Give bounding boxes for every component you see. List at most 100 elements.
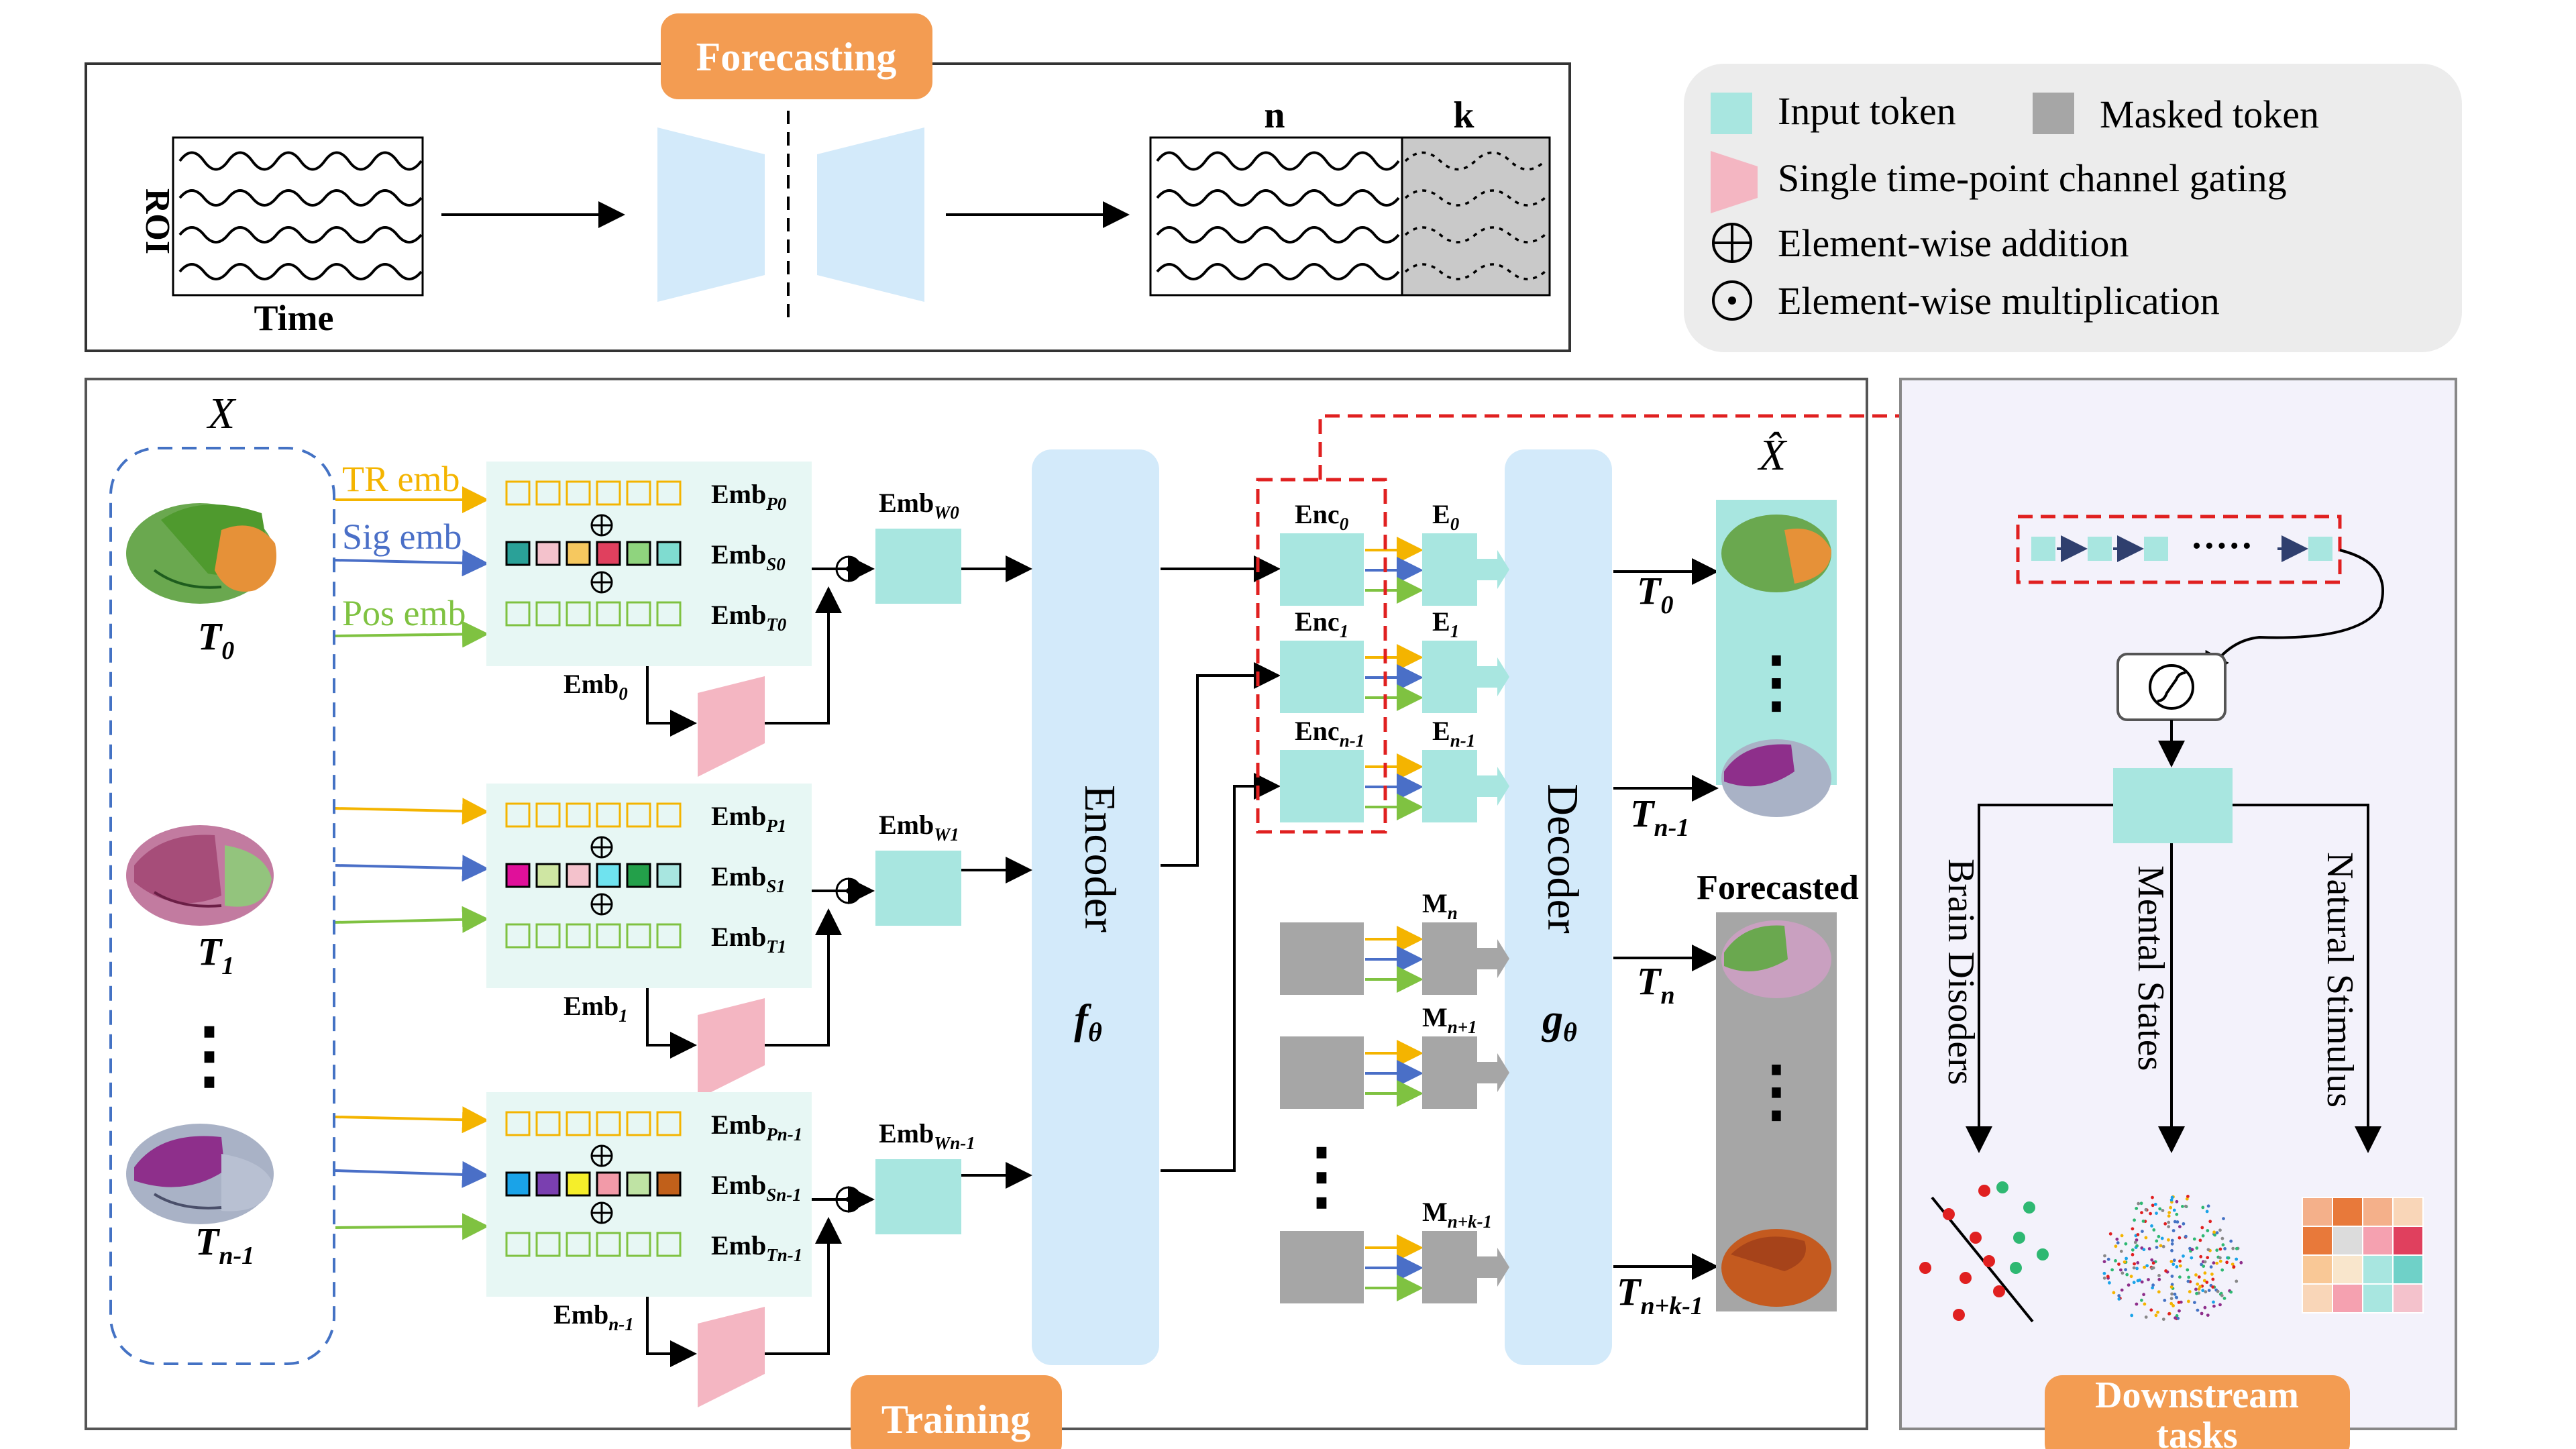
decoder-func: gθ bbox=[1541, 997, 1577, 1047]
input-sequence-group bbox=[109, 447, 335, 1365]
weighted-embedding-token bbox=[875, 851, 961, 926]
input-signal-box bbox=[172, 136, 424, 297]
plus-circle-icon bbox=[1712, 223, 1752, 263]
encoder-label: Encoder bbox=[1075, 785, 1124, 932]
embedding-cell bbox=[535, 1232, 561, 1257]
embedding-cell bbox=[656, 1232, 682, 1257]
embedding-cell bbox=[505, 541, 531, 566]
emb-s-label: EmbS0 bbox=[711, 539, 786, 574]
task-brain-disorders: Brain Disoders bbox=[1940, 859, 1982, 1085]
emb-t-label: EmbT1 bbox=[711, 922, 786, 957]
m-label: Mn+k-1 bbox=[1422, 1197, 1492, 1232]
embedding-cell bbox=[596, 1232, 621, 1257]
tsne-cloud-icon bbox=[2102, 1195, 2243, 1321]
m-label: Mn+1 bbox=[1422, 1002, 1477, 1037]
embedding-cell bbox=[505, 923, 531, 949]
embedding-cell bbox=[626, 923, 651, 949]
roi-label: ROI bbox=[138, 189, 176, 254]
enc-label: Enc1 bbox=[1295, 606, 1348, 641]
token-dots: ····· bbox=[2190, 525, 2253, 567]
embedding-cell bbox=[505, 601, 531, 627]
pooled-token bbox=[2113, 768, 2233, 843]
training-title: Training bbox=[881, 1397, 1030, 1442]
plus-circle-icon bbox=[590, 893, 613, 916]
embedding-cell bbox=[566, 1232, 591, 1257]
plus-circle-icon bbox=[590, 1144, 613, 1167]
channel-gate bbox=[698, 998, 765, 1099]
legend-input-token-swatch bbox=[1711, 93, 1752, 134]
embedding-cell bbox=[656, 601, 682, 627]
embedding-cell bbox=[535, 601, 561, 627]
emb-w-label: EmbW1 bbox=[879, 810, 959, 845]
e-label: E1 bbox=[1432, 606, 1459, 641]
forecast-region bbox=[1401, 136, 1551, 297]
embedding-cell bbox=[626, 541, 651, 566]
emb-w-label: EmbW0 bbox=[879, 488, 959, 523]
e-label: En-1 bbox=[1432, 716, 1475, 751]
encoded-tokens-group bbox=[1256, 478, 1387, 834]
embedding-cell bbox=[566, 923, 591, 949]
legend-masked-token-swatch bbox=[2033, 93, 2074, 134]
embedding-cell bbox=[656, 480, 682, 506]
brain-t0 bbox=[126, 503, 276, 604]
embedding-cell bbox=[566, 1171, 591, 1197]
embedding-cell bbox=[596, 1171, 621, 1197]
token-sequence-group bbox=[2016, 515, 2342, 584]
brain-out-t0 bbox=[1721, 515, 1831, 592]
embedding-cell bbox=[535, 802, 561, 828]
forecast-decoder-shape bbox=[817, 127, 924, 302]
brain-t1 bbox=[126, 825, 274, 926]
enc-label: Encn-1 bbox=[1295, 716, 1364, 751]
out-tn-1-label: Tn-1 bbox=[1630, 792, 1689, 842]
embedding-cell bbox=[626, 863, 651, 888]
brain-tn-1 bbox=[126, 1124, 274, 1224]
plus-circle-icon bbox=[590, 514, 613, 537]
encoded-to-downstream-link bbox=[1318, 414, 2200, 519]
embedding-cell bbox=[626, 1171, 651, 1197]
out-t0-label: T0 bbox=[1637, 569, 1673, 619]
embedding-cell bbox=[626, 802, 651, 828]
channel-gate bbox=[698, 1307, 765, 1407]
pos-emb-label: Pos emb bbox=[342, 593, 466, 633]
mask-token-1: Mn+1 bbox=[1280, 1002, 1509, 1109]
embedding-cell bbox=[596, 802, 621, 828]
embedding-cell bbox=[656, 1111, 682, 1136]
legend-input-token: Input token bbox=[1778, 89, 1956, 133]
training-panel: Training X T0 T1 ⋮ Tn-1 TR emb S bbox=[85, 378, 2200, 1449]
embedding-cell bbox=[535, 1111, 561, 1136]
forecast-signals bbox=[1404, 151, 1546, 280]
embedding-cell bbox=[505, 1171, 531, 1197]
input-signals bbox=[178, 151, 423, 280]
embedding-cell bbox=[505, 802, 531, 828]
task-natural-stimulus: Natural Stimulus bbox=[2319, 852, 2361, 1108]
forecast-encoder-shape bbox=[657, 127, 765, 302]
encoded-token-1: Enc1 E1 bbox=[1280, 606, 1509, 713]
mask-token-2: Mn+k-1 bbox=[1280, 1197, 1509, 1303]
embedding-cell bbox=[505, 863, 531, 888]
embedding-cell bbox=[566, 480, 591, 506]
emb-i-label: Emb1 bbox=[564, 991, 628, 1026]
forecasting-badge bbox=[661, 13, 932, 99]
classification-scatter-icon bbox=[1919, 1181, 2049, 1323]
plus-circle-icon bbox=[590, 1201, 613, 1224]
sigmoid-icon bbox=[2149, 664, 2194, 710]
embedding-cell bbox=[566, 1111, 591, 1136]
tr-emb-label: TR emb bbox=[342, 459, 460, 499]
embedding-cell bbox=[656, 541, 682, 566]
downstream-panel: Downstream tasks ····· Brain Disoders Me… bbox=[1899, 378, 2457, 1449]
encoded-token-2: Encn-1 En-1 bbox=[1280, 716, 1509, 822]
legend-masked-token: Masked token bbox=[2100, 93, 2319, 136]
weighted-embedding-token bbox=[875, 1159, 961, 1234]
embedding-cell bbox=[596, 480, 621, 506]
forecasting-title: Forecasting bbox=[696, 35, 897, 79]
output-signals bbox=[1156, 151, 1400, 280]
encoder-block bbox=[1032, 449, 1159, 1365]
emb-p-label: EmbPn-1 bbox=[711, 1110, 802, 1144]
embedding-cell bbox=[626, 1111, 651, 1136]
emb-t-label: EmbT0 bbox=[711, 600, 787, 635]
forecasting-panel: Forecasting ROI Time bbox=[85, 13, 1571, 352]
embedding-cell bbox=[626, 601, 651, 627]
